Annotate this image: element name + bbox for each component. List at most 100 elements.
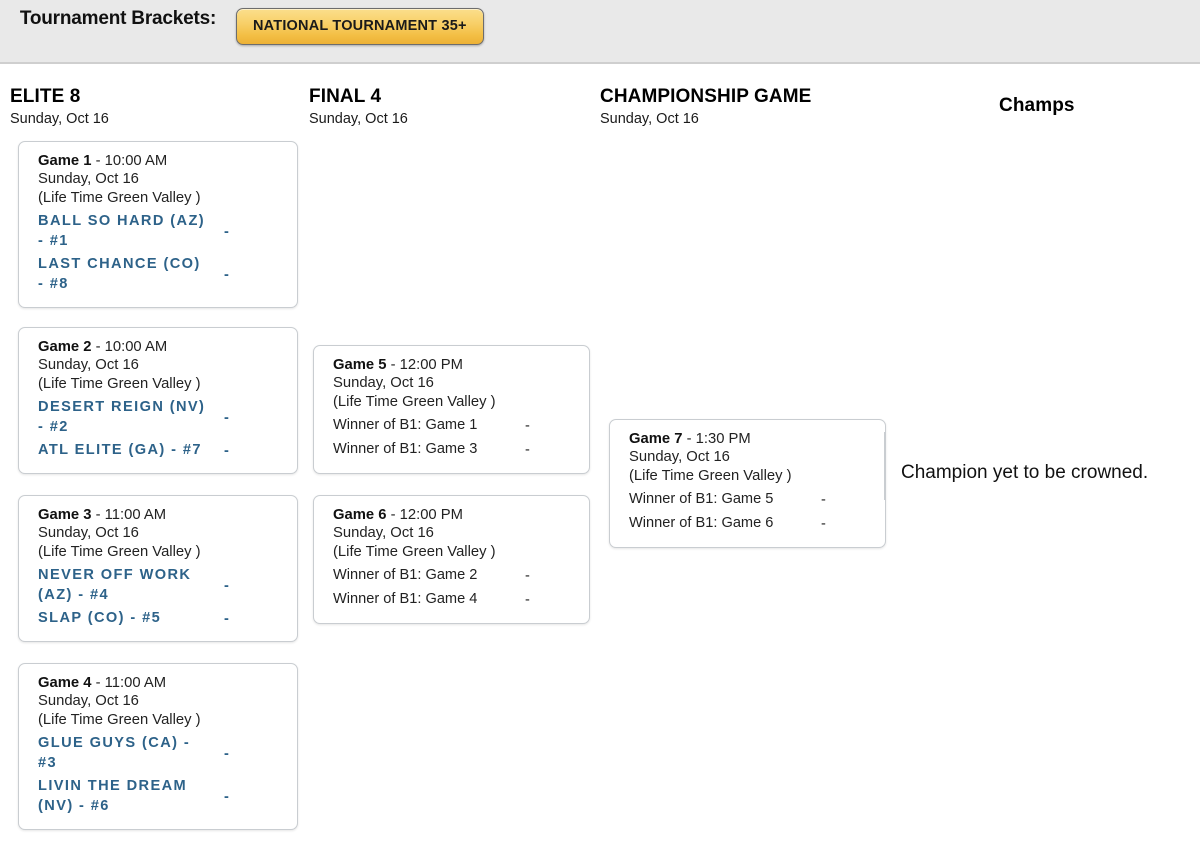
top-header-bar: Tournament Brackets: NATIONAL TOURNAMENT…: [0, 0, 1200, 64]
game-header: Game 4 - 11:00 AM: [38, 674, 285, 692]
column-title: ELITE 8: [10, 86, 81, 107]
game-venue: (Life Time Green Valley ): [629, 467, 792, 484]
team-row[interactable]: Winner of B1: Game 5 -: [629, 488, 873, 512]
champs-divider: [884, 432, 885, 500]
game-date: Sunday, Oct 16: [333, 525, 434, 542]
team-score: -: [525, 442, 530, 459]
column-heading-championship-game: CHAMPIONSHIP GAME Sunday, Oct 16: [600, 86, 811, 128]
game-time: - 10:00 AM: [95, 339, 168, 355]
game-time: - 12:00 PM: [390, 357, 463, 373]
game-label: Game 3: [38, 507, 92, 523]
game-header: Game 2 - 10:00 AM: [38, 338, 285, 356]
team-row[interactable]: DESERT REIGN (NV) - #2 -: [38, 396, 285, 439]
game-card-4[interactable]: Game 4 - 11:00 AM Sunday, Oct 16 (Life T…: [18, 663, 298, 831]
team-name: BALL SO HARD (AZ) - #1: [38, 213, 206, 250]
team-row[interactable]: LIVIN THE DREAM (NV) - #6 -: [38, 775, 285, 818]
team-name: Winner of B1: Game 2: [333, 567, 478, 584]
game-header: Game 3 - 11:00 AM: [38, 506, 285, 524]
game-card-7[interactable]: Game 7 - 1:30 PM Sunday, Oct 16 (Life Ti…: [609, 419, 886, 549]
team-score: -: [224, 223, 229, 240]
team-name: Winner of B1: Game 3: [333, 441, 478, 458]
game-time: - 10:00 AM: [95, 153, 168, 169]
game-label: Game 5: [333, 357, 387, 373]
team-list: DESERT REIGN (NV) - #2 - ATL ELITE (GA) …: [38, 396, 285, 462]
game-card-5[interactable]: Game 5 - 12:00 PM Sunday, Oct 16 (Life T…: [313, 345, 590, 475]
game-header: Game 6 - 12:00 PM: [333, 506, 577, 524]
game-time: - 12:00 PM: [390, 507, 463, 523]
column-heading-final-4: FINAL 4 Sunday, Oct 16: [309, 86, 408, 128]
game-time: - 1:30 PM: [686, 431, 751, 447]
column-date: Sunday, Oct 16: [309, 111, 408, 127]
team-score: -: [224, 442, 229, 459]
column-date: Sunday, Oct 16: [10, 111, 109, 127]
game-label: Game 4: [38, 675, 92, 691]
game-header: Game 1 - 10:00 AM: [38, 152, 285, 170]
game-date: Sunday, Oct 16: [38, 357, 139, 374]
game-venue: (Life Time Green Valley ): [333, 393, 496, 410]
team-name: Winner of B1: Game 1: [333, 417, 478, 434]
game-date: Sunday, Oct 16: [38, 171, 139, 188]
team-list: Winner of B1: Game 1 - Winner of B1: Gam…: [333, 414, 577, 462]
team-name: Winner of B1: Game 5: [629, 491, 774, 508]
team-score: -: [525, 418, 530, 435]
team-score: -: [821, 492, 826, 509]
column-date: Sunday, Oct 16: [600, 111, 699, 127]
column-heading-elite-8: ELITE 8 Sunday, Oct 16: [10, 86, 109, 128]
tab-national-tournament-35plus[interactable]: NATIONAL TOURNAMENT 35+: [236, 8, 484, 45]
team-name: GLUE GUYS (CA) - #3: [38, 735, 191, 772]
game-card-6[interactable]: Game 6 - 12:00 PM Sunday, Oct 16 (Life T…: [313, 495, 590, 625]
team-row[interactable]: NEVER OFF WORK (AZ) - #4 -: [38, 564, 285, 607]
champion-status-text: Champion yet to be crowned.: [901, 462, 1149, 483]
team-row[interactable]: Winner of B1: Game 1 -: [333, 414, 577, 438]
game-time: - 11:00 AM: [95, 675, 167, 691]
game-venue: (Life Time Green Valley ): [38, 189, 201, 206]
team-score: -: [525, 568, 530, 585]
team-score: -: [224, 788, 229, 805]
game-header: Game 5 - 12:00 PM: [333, 356, 577, 374]
team-row[interactable]: ATL ELITE (GA) - #7 -: [38, 439, 285, 462]
game-date: Sunday, Oct 16: [629, 449, 730, 466]
game-date: Sunday, Oct 16: [38, 525, 139, 542]
team-row[interactable]: GLUE GUYS (CA) - #3 -: [38, 732, 285, 775]
column-title: CHAMPIONSHIP GAME: [600, 86, 812, 107]
team-row[interactable]: BALL SO HARD (AZ) - #1 -: [38, 210, 285, 253]
column-heading-champs: Champs: [999, 95, 1075, 117]
game-card-1[interactable]: Game 1 - 10:00 AM Sunday, Oct 16 (Life T…: [18, 141, 298, 309]
column-title: FINAL 4: [309, 86, 382, 107]
team-name: DESERT REIGN (NV) - #2: [38, 399, 206, 436]
team-row[interactable]: Winner of B1: Game 3 -: [333, 438, 577, 462]
team-list: Winner of B1: Game 5 - Winner of B1: Gam…: [629, 488, 873, 536]
team-score: -: [821, 516, 826, 533]
column-title: Champs: [999, 95, 1075, 116]
game-venue: (Life Time Green Valley ): [38, 543, 201, 560]
team-row[interactable]: Winner of B1: Game 6 -: [629, 512, 873, 536]
team-row[interactable]: SLAP (CO) - #5 -: [38, 607, 285, 630]
team-name: LAST CHANCE (CO) - #8: [38, 256, 201, 293]
team-name: Winner of B1: Game 4: [333, 591, 478, 608]
tournament-tabs: NATIONAL TOURNAMENT 35+: [236, 8, 484, 45]
team-score: -: [525, 592, 530, 609]
game-card-2[interactable]: Game 2 - 10:00 AM Sunday, Oct 16 (Life T…: [18, 327, 298, 475]
game-date: Sunday, Oct 16: [38, 693, 139, 710]
team-score: -: [224, 745, 229, 762]
game-venue: (Life Time Green Valley ): [38, 711, 201, 728]
team-name: LIVIN THE DREAM (NV) - #6: [38, 778, 188, 815]
team-row[interactable]: Winner of B1: Game 2 -: [333, 564, 577, 588]
game-label: Game 6: [333, 507, 387, 523]
team-list: GLUE GUYS (CA) - #3 - LIVIN THE DREAM (N…: [38, 732, 285, 818]
team-score: -: [224, 266, 229, 283]
team-score: -: [224, 610, 229, 627]
game-date: Sunday, Oct 16: [333, 375, 434, 392]
game-label: Game 1: [38, 153, 92, 169]
page-title: Tournament Brackets:: [19, 8, 217, 29]
team-list: Winner of B1: Game 2 - Winner of B1: Gam…: [333, 564, 577, 612]
game-card-3[interactable]: Game 3 - 11:00 AM Sunday, Oct 16 (Life T…: [18, 495, 298, 643]
team-row[interactable]: Winner of B1: Game 4 -: [333, 588, 577, 612]
team-list: NEVER OFF WORK (AZ) - #4 - SLAP (CO) - #…: [38, 564, 285, 630]
game-venue: (Life Time Green Valley ): [333, 543, 496, 560]
team-name: Winner of B1: Game 6: [629, 515, 774, 532]
team-name: SLAP (CO) - #5: [38, 610, 162, 627]
game-header: Game 7 - 1:30 PM: [629, 430, 873, 448]
team-row[interactable]: LAST CHANCE (CO) - #8 -: [38, 253, 285, 296]
